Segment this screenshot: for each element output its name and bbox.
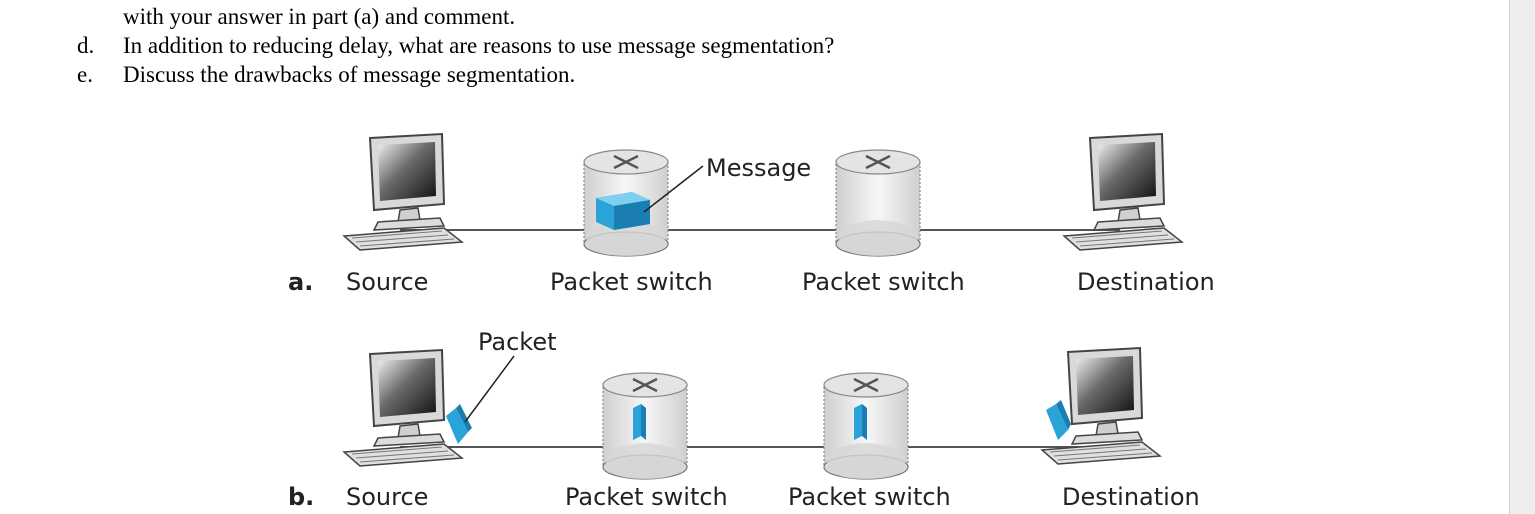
message-pointer: [643, 165, 704, 213]
switch2-label-a: Packet switch: [802, 268, 965, 296]
item-d-marker: d.: [77, 33, 95, 58]
switch1-label-a: Packet switch: [550, 268, 713, 296]
source-label-b: Source: [346, 483, 428, 511]
vertical-scrollbar[interactable]: [1509, 0, 1535, 514]
destination-computer-a: [1063, 133, 1183, 251]
row-a-label: a.: [288, 268, 313, 296]
packet-pointer: [464, 355, 515, 423]
switch1-label-b: Packet switch: [565, 483, 728, 511]
question-continuation: with your answer in part (a) and comment…: [123, 4, 516, 29]
packet-at-source: [446, 404, 472, 444]
destination-label-a: Destination: [1077, 268, 1215, 296]
packet-at-switch-2: [854, 404, 867, 440]
source-computer-b: [343, 349, 463, 467]
packet-at-switch-1: [633, 404, 646, 440]
packet-label: Packet: [478, 328, 557, 356]
switch2-label-b: Packet switch: [788, 483, 951, 511]
item-e-text: Discuss the drawbacks of message segment…: [123, 62, 576, 87]
source-computer-a: [343, 133, 463, 251]
item-d-text: In addition to reducing delay, what are …: [123, 33, 835, 58]
packet-switch-2-a: [834, 148, 922, 258]
destination-label-b: Destination: [1062, 483, 1200, 511]
message-label: Message: [706, 154, 811, 182]
packet-at-destination: [1046, 400, 1071, 440]
row-b-label: b.: [288, 483, 314, 511]
message-block: [596, 192, 650, 230]
item-e-marker: e.: [77, 62, 93, 87]
source-label-a: Source: [346, 268, 428, 296]
